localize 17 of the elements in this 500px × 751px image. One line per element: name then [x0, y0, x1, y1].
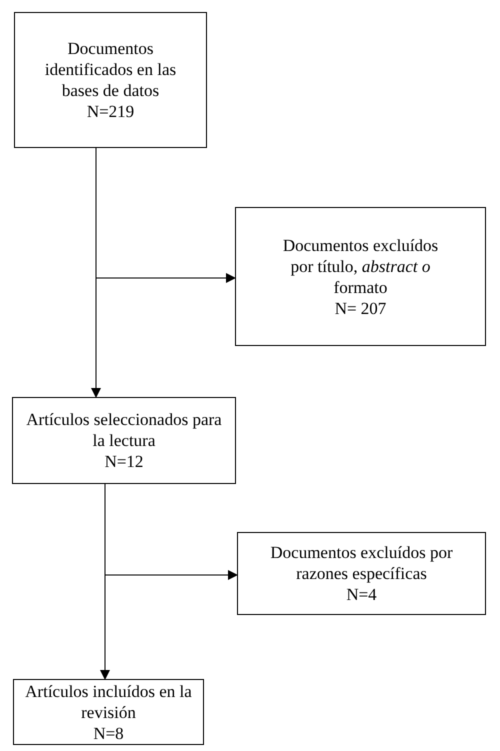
- process-box: [237, 532, 486, 615]
- box-text: N= 207: [334, 298, 386, 318]
- box-text: Documentos excluídos por razones específicas: [269, 542, 454, 584]
- box-text: N=219: [86, 101, 134, 122]
- box-text: N=12: [104, 451, 144, 472]
- arrow: [96, 148, 236, 283]
- box-text: N=4: [346, 584, 377, 605]
- box-text: N=8: [93, 722, 124, 744]
- box-text: Documentos excluídos por título, abstract o formato: [282, 234, 440, 298]
- process-box: [235, 207, 486, 346]
- box-text: Artículos seleccionados para la lectura: [25, 409, 223, 451]
- process-box: [12, 397, 236, 484]
- box-text: Artículos incluídos en la revisión: [24, 680, 193, 722]
- arrow: [104, 484, 238, 580]
- process-box: [14, 12, 207, 148]
- process-box: [13, 679, 204, 745]
- box-text: Documentos identificados en las bases de datos: [44, 38, 178, 101]
